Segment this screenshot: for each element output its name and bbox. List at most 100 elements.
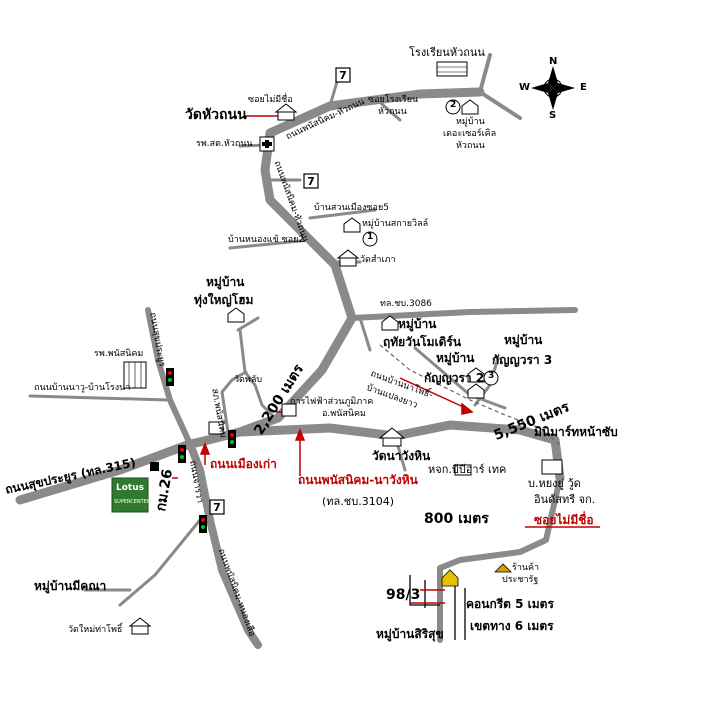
label-ruthai-l1: หมู่บ้าน (398, 317, 437, 331)
km26-box (150, 462, 159, 471)
road-ban-nong-kae (228, 238, 312, 250)
shop-pracharath-icon (494, 563, 512, 573)
label-wat-mai: วัดใหม่ท่าโพธิ์ (68, 625, 123, 635)
compass-rose (531, 66, 575, 110)
siri-suk-road-a (409, 575, 440, 606)
label-school: โรงเรียนหัวถนน (409, 46, 485, 59)
label-soi-no-name-top: ซอยไม่มีชื่อ (248, 95, 293, 105)
road-wat-phap (238, 328, 277, 420)
pea-building-icon (281, 403, 297, 417)
seven-eleven-mid-icon (303, 173, 319, 189)
road-wat-phap-loop (220, 370, 248, 434)
label-ban-nong-kae: บ้านหนองแข้ ซอย2 (228, 235, 305, 245)
route-dashed (379, 344, 561, 446)
road-thung-yai (236, 316, 260, 332)
road-phanat-nongsua (118, 518, 202, 607)
label-wat-hua-thanon: วัดหัวถนน (185, 107, 247, 123)
road-phanat-nawanghin (235, 420, 565, 483)
temple-na-wang-hin-icon (378, 427, 406, 447)
label-thung-yai-l1: หมู่บ้าน (206, 275, 245, 289)
lotus-logo (111, 477, 149, 513)
road-7eleven-top (328, 76, 340, 108)
marker-2: 2 (450, 100, 457, 110)
svg-text:7: 7 (213, 501, 221, 514)
compass-e: E (580, 82, 587, 93)
label-factory-l1: บ.หยงยู่ วู้ด (528, 477, 581, 490)
leader-ban-na-phu (399, 377, 471, 411)
plot-98-3 (410, 589, 445, 604)
traffic-lights (166, 368, 236, 533)
label-thung-yai-l2: ทุ่งใหญ่โฮม (194, 293, 254, 307)
label-rd-nanu: ถนนบ้านนาวู-บ้านโรงนา (34, 383, 131, 393)
road-to-km26 (186, 440, 262, 649)
marker-3: 3 (488, 371, 495, 381)
compass-w: W (519, 82, 531, 93)
label-wat-sam-pao: วัดสำเภา (360, 255, 396, 265)
label-soi-no-name-bottom: ซอยไม่มีชื่อ (534, 513, 594, 527)
temple-sam-pao-icon (336, 249, 360, 267)
house-98-3-icon (441, 569, 459, 587)
marker-1: 1 (367, 232, 374, 242)
label-minimart: มินิมาร์ทหน้าซับ (534, 425, 618, 439)
label-rd-phanat-nawanghin: ถนนพนัสนิคม-นาวังหิน (298, 473, 418, 487)
label-factory-l2: อินดัสทรี จก. (534, 493, 596, 506)
label-shop-l2: ประชารัฐ (502, 575, 539, 585)
label-vil2-l3: หัวถนน (456, 141, 485, 151)
road-sukprayoon (15, 437, 205, 505)
road-ban-suan (308, 208, 377, 220)
road-soi-school (373, 96, 402, 122)
label-rd-3104: (ทล.ชบ.3104) (322, 495, 395, 508)
svg-text:7: 7 (339, 69, 347, 82)
bp-tech-factory-icon (454, 464, 472, 476)
label-kanya2-l1: หมู่บ้าน (436, 351, 475, 365)
school-building-icon (436, 61, 468, 77)
label-vil2-l1: หมู่บ้าน (456, 117, 485, 127)
compass-s: S (549, 110, 557, 121)
village-house-2-icon (461, 99, 479, 115)
village-house-kanya2-icon (467, 383, 485, 399)
label-mikna: หมู่บ้านมีคณา (34, 579, 107, 593)
police-building-icon (208, 421, 224, 435)
compass-n: N (549, 56, 558, 67)
label-shop-l1: ร้านค้า (512, 563, 540, 573)
label-ban-suan-mueang: บ้านสวนเมืองซอย5 (314, 203, 389, 213)
label-pea-l2: อ.พนัสนิคม (322, 409, 366, 419)
label-lotus-sub: SUPERCENTER (114, 499, 151, 505)
road-ruthai (358, 316, 372, 352)
temple-hua-thanon-icon (274, 103, 298, 121)
label-wat-na-wang-hin: วัดนาวังหิน (372, 449, 431, 463)
arrow-ban-na-phu (461, 402, 474, 415)
hospital-cross-icon (259, 136, 275, 152)
marker-circle-2 (445, 99, 461, 115)
label-kanya3-l1: หมู่บ้าน (504, 333, 543, 347)
label-pea-l1: การไฟฟ้าส่วนภูมิภาค (290, 397, 374, 407)
village-house-kanya3-icon (467, 367, 485, 383)
temple-mai-icon (128, 617, 152, 635)
label-hospital-top: รพ.สต.หัวถนน (196, 139, 253, 149)
label-easement: เขตทาง 6 เมตร (470, 619, 554, 633)
arrow-old-town (199, 441, 211, 455)
road-to-siri-suk (437, 475, 563, 643)
label-dist-800: 800 เมตร (424, 511, 489, 527)
road-school-north (478, 53, 492, 94)
village-house-1-icon (343, 217, 361, 233)
label-soi-school-2: หัวถนน (378, 107, 407, 117)
label-kanya2-l2: กัญญวรา 2 (424, 371, 485, 385)
label-siri-suk: หมู่บ้านสิริสุข (376, 627, 444, 641)
label-vil1: หมู่บ้านสกายวิลล์ (362, 219, 429, 229)
road-ban-na-phu (413, 346, 507, 410)
label-kanya3-l2: กัญญวรา 3 (492, 353, 553, 367)
label-rd-old-town: ถนนเมืองเก่า (210, 457, 277, 471)
label-ruthai-l2: ฤทัยวันโมเดิร์น (383, 335, 462, 349)
village-house-thung-yai-icon (227, 307, 245, 323)
road-ths-3086 (349, 307, 578, 321)
seven-eleven-bottom-icon (209, 499, 225, 515)
seven-eleven-top-icon (335, 67, 351, 83)
marker-circle-1 (362, 231, 378, 247)
label-soi-school: ซอยโรงเรียน (368, 95, 419, 105)
label-vil2-l2: เดอะเซอร์เคิล (443, 129, 497, 139)
svg-text:7: 7 (307, 175, 315, 188)
label-addr-98-3: 98/3 (386, 587, 421, 603)
label-lotus: Lotus (116, 483, 144, 493)
